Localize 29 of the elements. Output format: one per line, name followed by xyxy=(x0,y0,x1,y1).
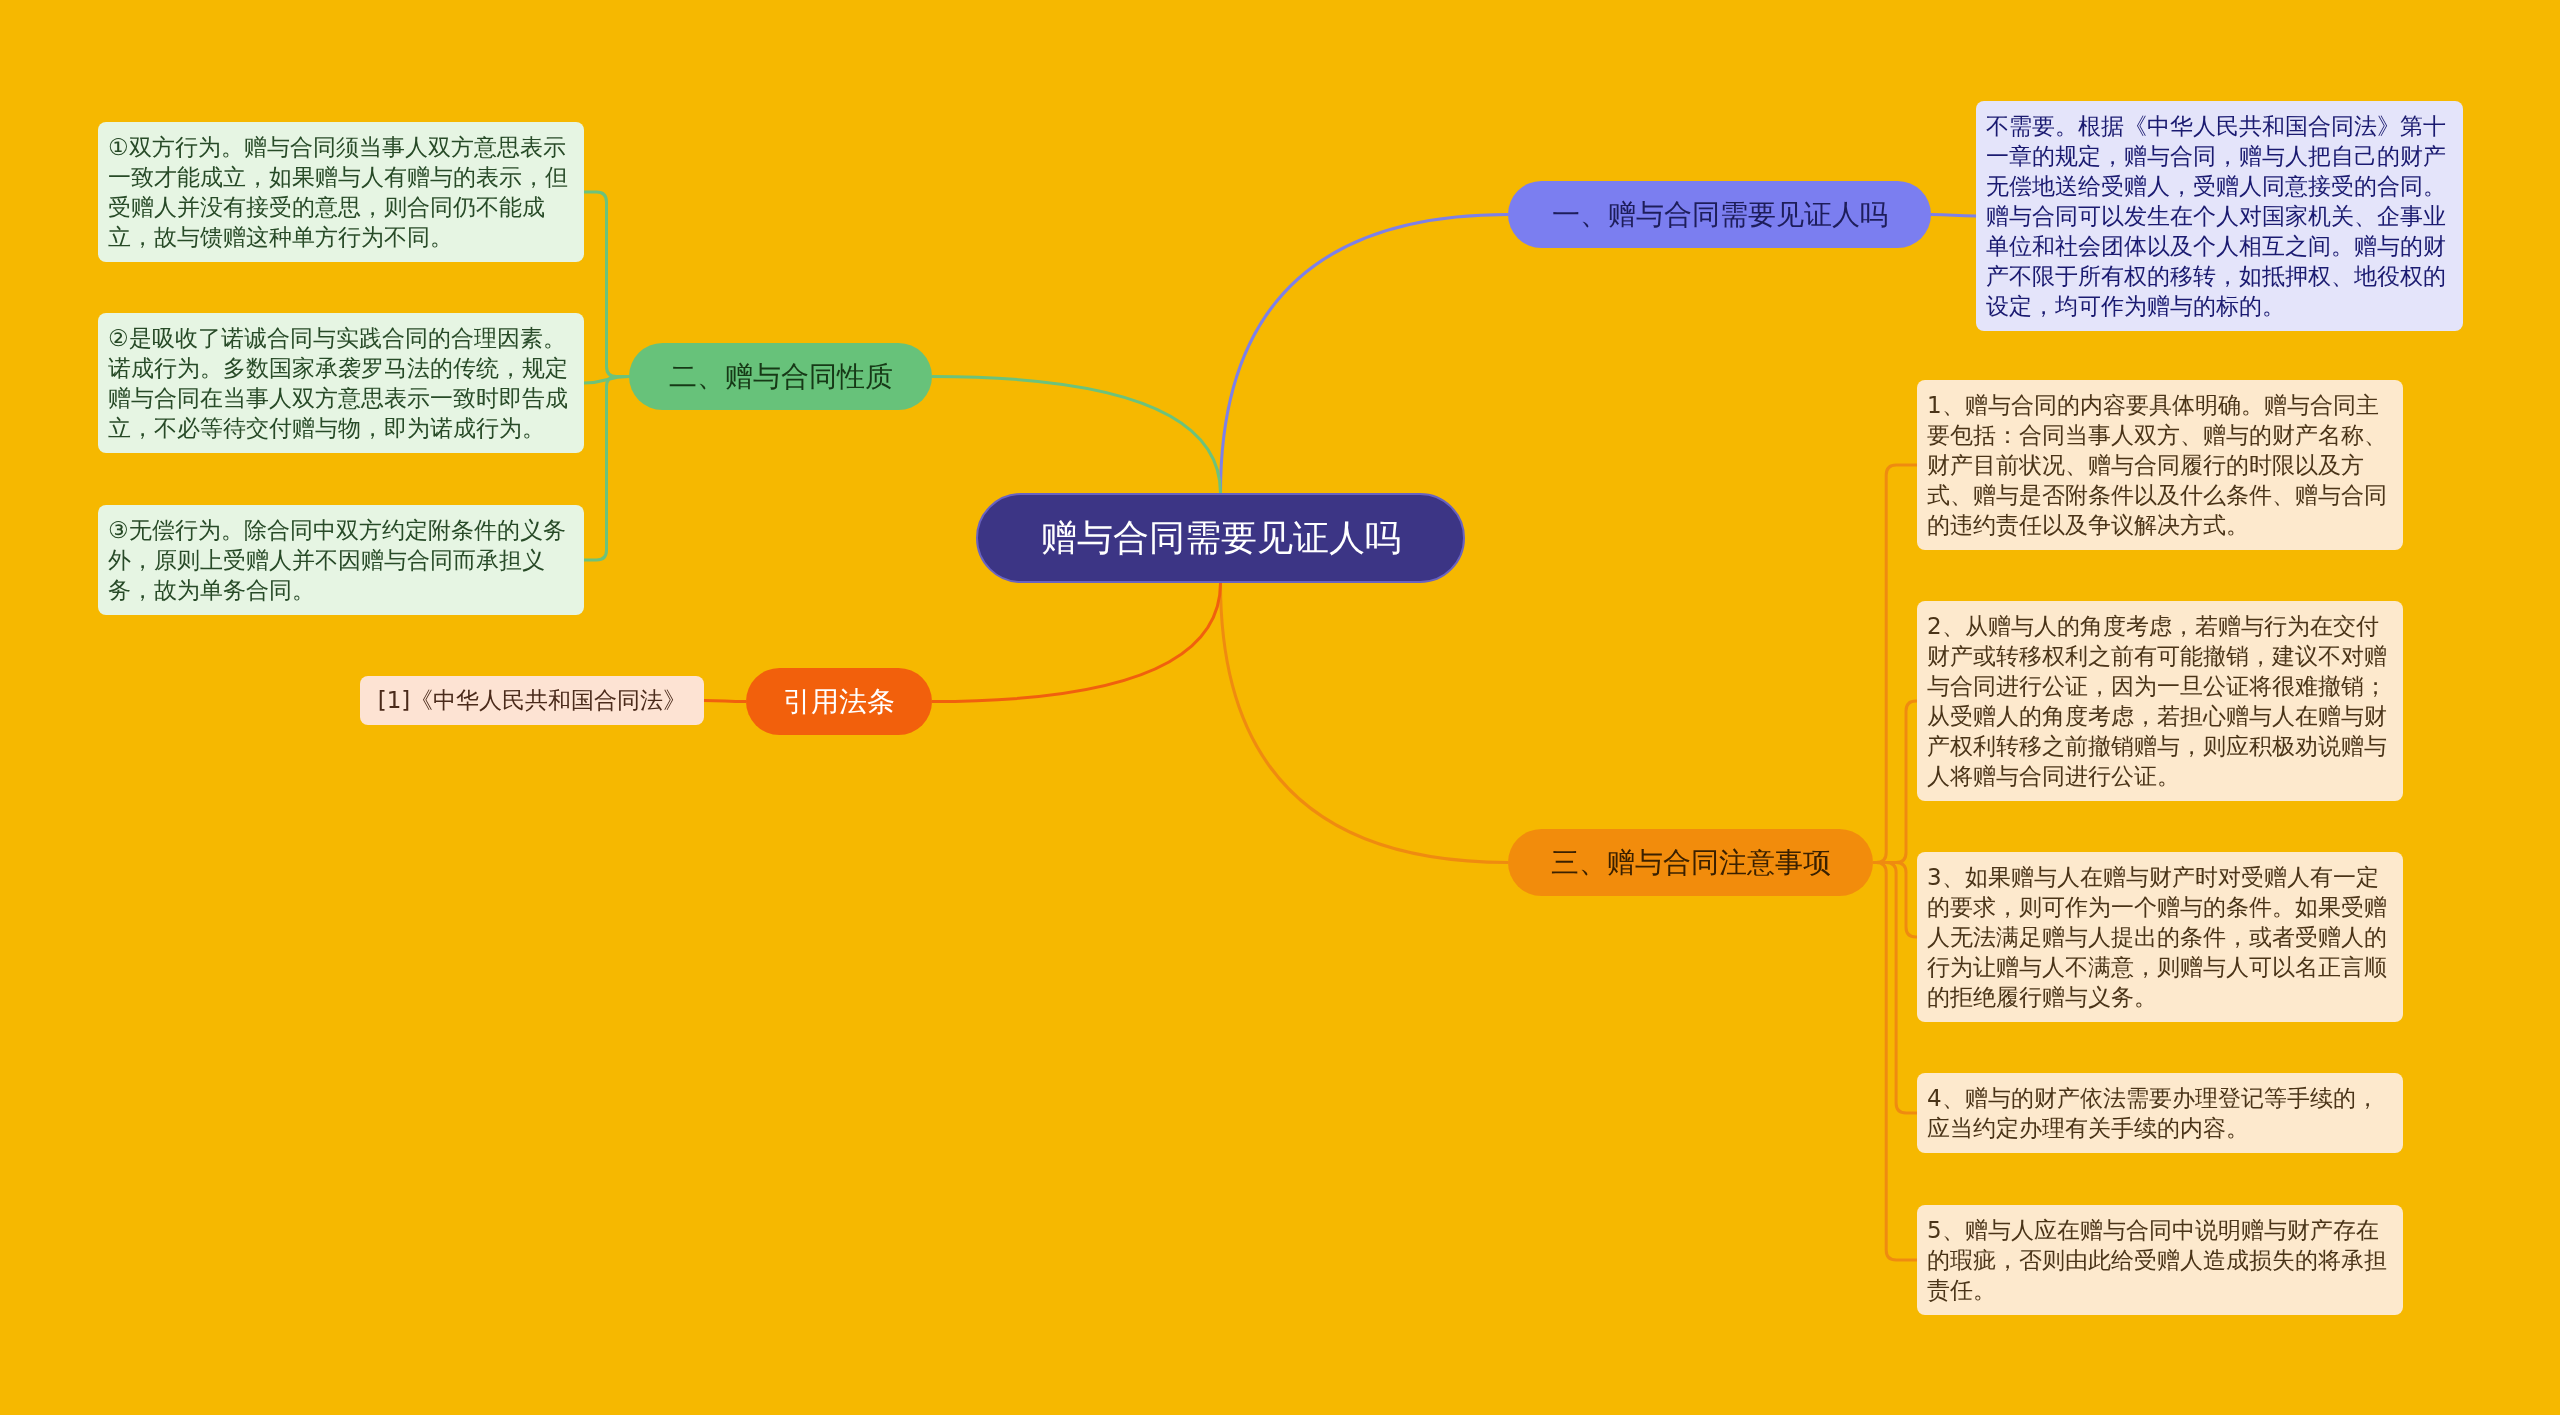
topic-text: 引用法条 xyxy=(783,683,895,720)
note-card xyxy=(1917,601,2403,801)
note-card xyxy=(98,313,584,453)
note-text: 5、赠与人应在赠与合同中说明赠与财产存在的瑕疵，否则由此给受赠人造成损失的将承担责任。 xyxy=(1927,1216,2388,1305)
note-card xyxy=(1917,380,2403,550)
note-text: 1、赠与合同的内容要具体明确。赠与合同主要包括：合同当事人双方、赠与的财产名称、财产目前状况、赠与合同履行的时限以及方式、赠与是否附条件以及什么条件、赠与合同的违约责任以及争议解决方式。 xyxy=(1927,391,2388,540)
note-text: ②是吸收了诺诚合同与实践合同的合理因素。诺成行为。多数国家承袭罗马法的传统，规定赠与合同在当事人双方意思表示一致时即告成立，不必等待交付赠与物，即为诺成行为。 xyxy=(108,324,569,443)
note-card xyxy=(360,676,704,725)
connector-line xyxy=(704,699,746,703)
note-card xyxy=(98,122,584,262)
connector-line xyxy=(584,375,629,562)
topic-text: 三、赠与合同注意事项 xyxy=(1550,844,1831,881)
topic-text: 一、赠与合同需要见证人吗 xyxy=(1551,196,1888,233)
note-text: 3、如果赠与人在赠与财产时对受赠人有一定的要求，则可作为一个赠与的条件。如果受赠人无法满足赠与人提出的条件，或者受赠人的行为让赠与人不满意，则赠与人可以名正言顺的拒绝履行赠与义务。 xyxy=(1927,863,2388,1012)
note-card xyxy=(98,505,584,615)
note-text: 4、赠与的财产依法需要办理登记等手续的，应当约定办理有关手续的内容。 xyxy=(1927,1084,2380,1143)
note-text: [1]《中华人民共和国合同法》 xyxy=(377,686,687,715)
note-card xyxy=(1917,1073,2403,1153)
connector-line xyxy=(931,375,1222,494)
topic-text: 二、赠与合同性质 xyxy=(668,358,893,395)
connector-line xyxy=(931,582,1222,703)
note-text: ①双方行为。赠与合同须当事人双方意思表示一致才能成立，如果赠与人有赠与的表示，但受赠人并没有接受的意思，则合同仍不能成立，故与馈赠这种单方行为不同。 xyxy=(108,133,569,252)
note-text: 不需要。根据《中华人民共和国合同法》第十一章的规定，赠与合同，赠与人把自己的财产无偿地送给受赠人，受赠人同意接受的合同。赠与合同可以发生在个人对国家机关、企事业单位和社会团体以及个人相互之间。赠与的财产不限于所有权的移转，如抵押权、地役权的设定，均可作为赠与的标的。 xyxy=(1986,112,2447,321)
note-card xyxy=(1917,852,2403,1022)
note-card xyxy=(1917,1205,2403,1315)
connector-line xyxy=(1931,213,1976,218)
note-text: 2、从赠与人的角度考虑，若赠与行为在交付财产或转移权利之前有可能撤销，建议不对赠与合同进行公证，因为一旦公证将很难撤销；从受赠人的角度考虑，若担心赠与人在赠与财产权利转移之前撤销赠与，则应积极劝说赠与人将赠与合同进行公证。 xyxy=(1927,612,2388,791)
topic-text: 赠与合同需要见证人吗 xyxy=(1040,515,1401,560)
note-text: ③无偿行为。除合同中双方约定附条件的义务外，原则上受赠人并不因赠与合同而承担义务，故为单务合同。 xyxy=(108,516,567,605)
